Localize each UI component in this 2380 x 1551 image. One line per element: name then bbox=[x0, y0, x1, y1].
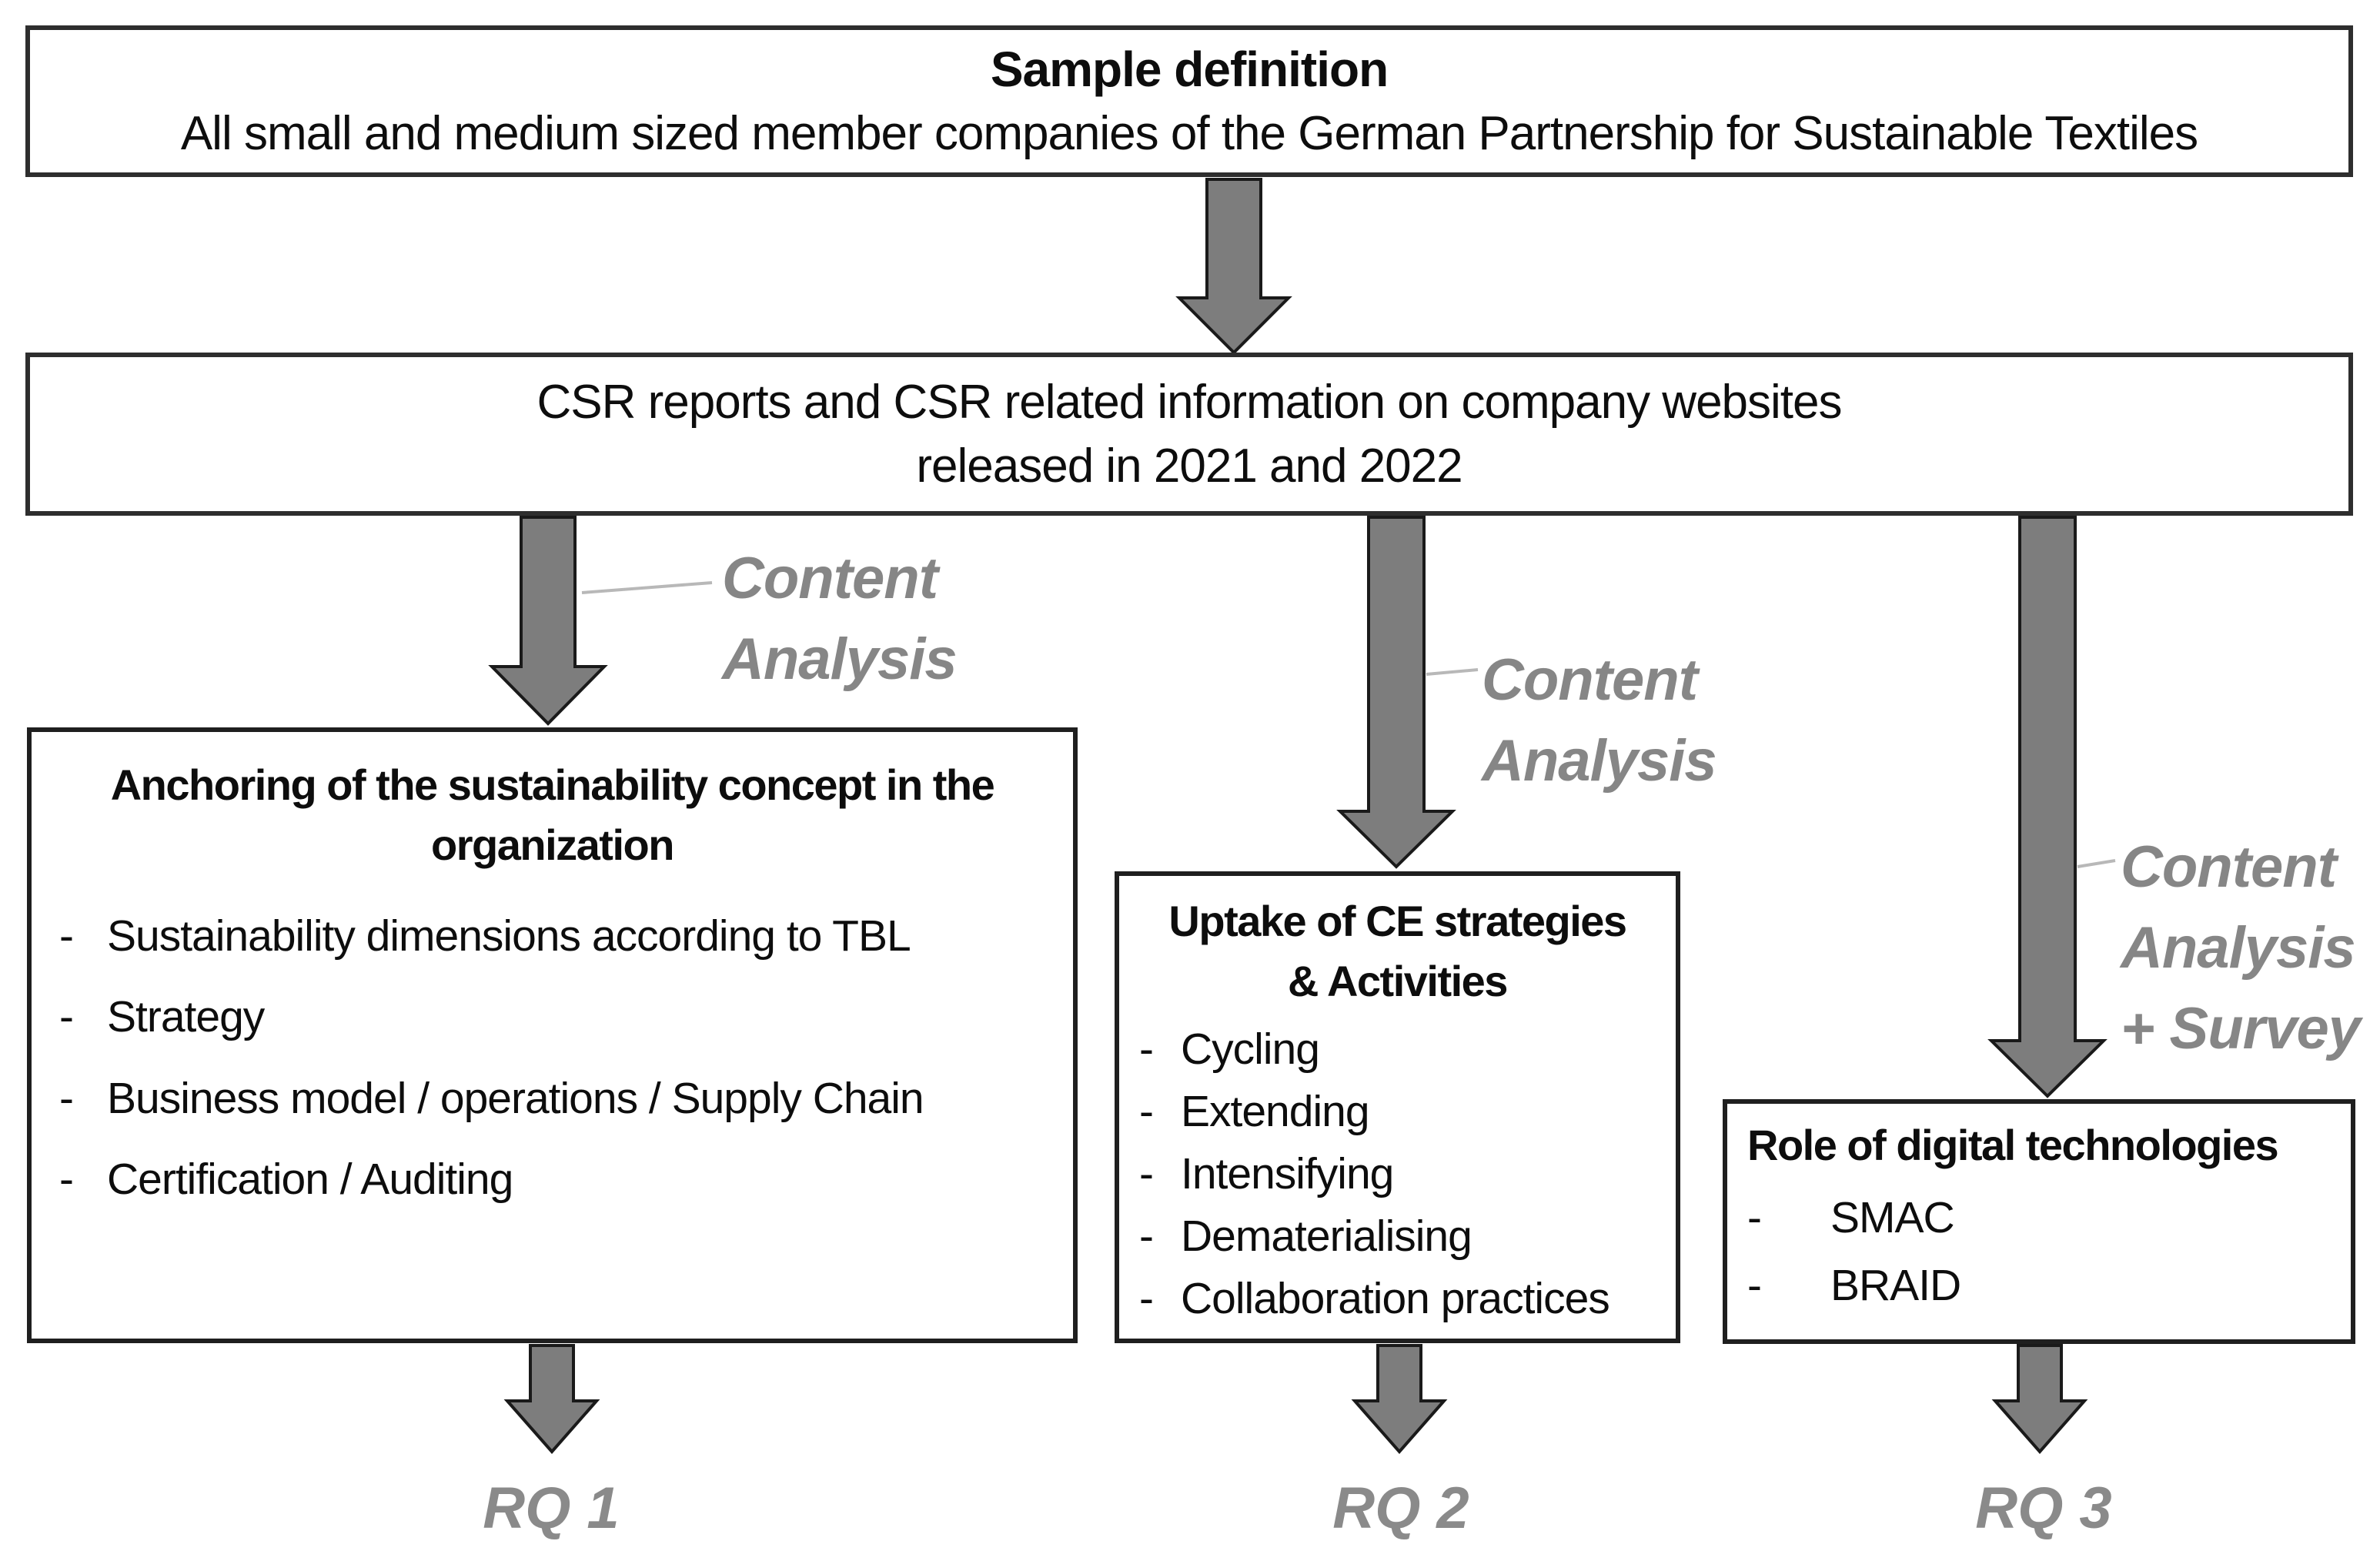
rq3-label: RQ 3 bbox=[1975, 1476, 2112, 1541]
rq1-label: RQ 1 bbox=[483, 1476, 620, 1541]
topic-box-1-list: - Sustainability dimensions according to… bbox=[59, 896, 1045, 1221]
list-item: - Intensifying bbox=[1139, 1143, 1656, 1205]
bullet-dash: - bbox=[1747, 1260, 1762, 1310]
callout-line-2 bbox=[1426, 668, 1479, 676]
bullet-dash: - bbox=[59, 1073, 74, 1123]
down-arrow-sample-to-source bbox=[1175, 178, 1292, 355]
list-item: - BRAID bbox=[1747, 1252, 2331, 1319]
list-item: - Extending bbox=[1139, 1081, 1656, 1143]
list-item-text: Extending bbox=[1181, 1086, 1370, 1136]
list-item-text: Cycling bbox=[1181, 1024, 1320, 1074]
topic-box-3-list: - SMAC - BRAID bbox=[1747, 1184, 2331, 1320]
method-label-line: Content bbox=[722, 546, 938, 611]
list-item: - Strategy bbox=[59, 977, 1045, 1058]
list-item-text: Dematerialising bbox=[1181, 1211, 1472, 1261]
down-arrow-to-box-1 bbox=[488, 516, 608, 726]
down-arrow-to-rq2 bbox=[1351, 1344, 1448, 1455]
list-item-text: Strategy bbox=[107, 992, 265, 1042]
list-item-text: Certification / Auditing bbox=[107, 1155, 513, 1205]
down-arrow-to-rq1 bbox=[503, 1344, 600, 1455]
ce-strategies-box: Uptake of CE strategies & Activities - C… bbox=[1115, 871, 1680, 1343]
list-item-text: Collaboration practices bbox=[1181, 1273, 1610, 1323]
bullet-dash: - bbox=[1139, 1086, 1154, 1136]
title-line: organization bbox=[431, 821, 674, 870]
topic-box-2-list: - Cycling - Extending - Intensifying - D… bbox=[1139, 1018, 1656, 1330]
title-line: Anchoring of the sustainability concept … bbox=[110, 760, 995, 809]
down-arrow-to-rq3 bbox=[1991, 1344, 2088, 1455]
method-label-line: Analysis bbox=[722, 626, 958, 692]
list-item: - Business model / operations / Supply C… bbox=[59, 1058, 1045, 1139]
digital-technologies-box: Role of digital technologies - SMAC - BR… bbox=[1723, 1099, 2355, 1344]
list-item: - Collaboration practices bbox=[1139, 1268, 1656, 1330]
method-label-content-analysis-survey: Content Analysis + Survey bbox=[2121, 827, 2361, 1070]
method-label-line: Content bbox=[1482, 647, 1698, 713]
csr-source-box: CSR reports and CSR related information … bbox=[25, 353, 2353, 516]
topic-box-3-title: Role of digital technologies bbox=[1747, 1116, 2331, 1175]
title-line: & Activities bbox=[1288, 957, 1508, 1006]
list-item: - SMAC bbox=[1747, 1184, 2331, 1252]
title-line: Role of digital technologies bbox=[1747, 1121, 2279, 1169]
anchoring-sustainability-box: Anchoring of the sustainability concept … bbox=[27, 727, 1078, 1343]
rq2-label: RQ 2 bbox=[1332, 1476, 1469, 1541]
bullet-dash: - bbox=[59, 1155, 74, 1205]
topic-box-1-title: Anchoring of the sustainability concept … bbox=[59, 755, 1045, 876]
source-box-line-2: released in 2021 and 2022 bbox=[916, 440, 1462, 493]
list-item-text: Sustainability dimensions according to T… bbox=[107, 911, 911, 961]
method-label-content-analysis-2: Content Analysis bbox=[1482, 640, 1717, 802]
bullet-dash: - bbox=[59, 992, 74, 1042]
list-item-text: BRAID bbox=[1830, 1260, 1961, 1310]
list-item-text: Intensifying bbox=[1181, 1148, 1394, 1198]
list-item: - Sustainability dimensions according to… bbox=[59, 896, 1045, 977]
sample-definition-box: Sample definition All small and medium s… bbox=[25, 25, 2353, 177]
sample-box-subtitle: All small and medium sized member compan… bbox=[180, 106, 2198, 160]
list-item-text: SMAC bbox=[1830, 1192, 1955, 1242]
method-label-line: Content bbox=[2121, 834, 2337, 900]
callout-line-1 bbox=[581, 581, 713, 594]
bullet-dash: - bbox=[1139, 1211, 1154, 1261]
method-label-line: + Survey bbox=[2121, 995, 2361, 1061]
source-box-line-1: CSR reports and CSR related information … bbox=[537, 375, 1842, 429]
bullet-dash: - bbox=[1747, 1192, 1762, 1242]
bullet-dash: - bbox=[1139, 1148, 1154, 1198]
callout-line-3 bbox=[2077, 859, 2116, 868]
down-arrow-to-box-3 bbox=[1987, 516, 2108, 1098]
method-label-line: Analysis bbox=[1482, 727, 1717, 794]
topic-box-2-title: Uptake of CE strategies & Activities bbox=[1139, 891, 1656, 1012]
method-label-line: Analysis bbox=[2121, 914, 2356, 981]
bullet-dash: - bbox=[1139, 1024, 1154, 1074]
list-item: - Dematerialising bbox=[1139, 1205, 1656, 1268]
down-arrow-to-box-2 bbox=[1336, 516, 1456, 869]
bullet-dash: - bbox=[1139, 1273, 1154, 1323]
bullet-dash: - bbox=[59, 911, 74, 961]
sample-box-title: Sample definition bbox=[990, 42, 1389, 98]
method-label-content-analysis-1: Content Analysis bbox=[722, 539, 958, 700]
list-item-text: Business model / operations / Supply Cha… bbox=[107, 1073, 924, 1123]
title-line: Uptake of CE strategies bbox=[1168, 897, 1627, 945]
list-item: - Certification / Auditing bbox=[59, 1139, 1045, 1220]
list-item: - Cycling bbox=[1139, 1018, 1656, 1081]
